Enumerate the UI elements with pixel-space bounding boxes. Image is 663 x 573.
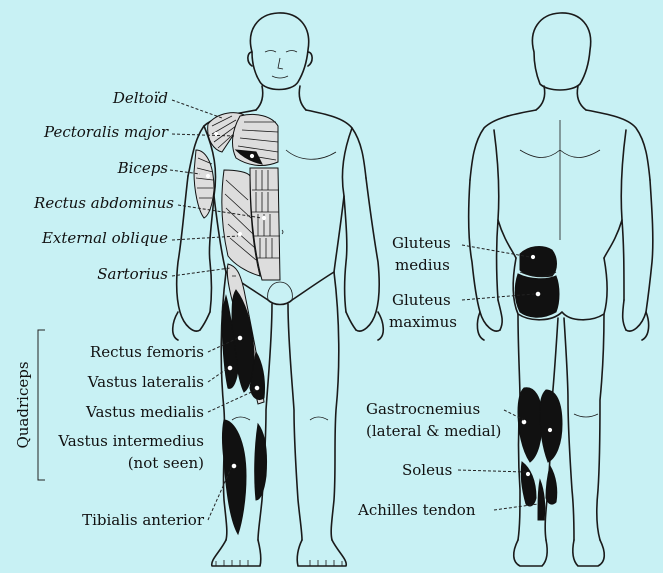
label-rectus-femoris: Rectus femoris (90, 343, 204, 361)
label-gluteus-maximus-1: Gluteus (392, 291, 451, 309)
label-gluteus-maximus-2: maximus (389, 313, 457, 331)
label-gastrocnemius-2: (lateral & medial) (366, 422, 501, 440)
gastrocnemius-muscle (518, 388, 542, 462)
front-right-arm (342, 128, 379, 331)
quadriceps-bracket (38, 330, 45, 480)
back-figure (469, 13, 653, 566)
front-right-leg (288, 272, 339, 540)
label-deltoid: Deltoïd (112, 89, 168, 107)
label-sartorius: Sartorius (97, 265, 168, 283)
back-muscles (515, 247, 562, 520)
achilles-tendon-muscle (538, 480, 545, 520)
label-rectus-abdominus: Rectus abdominus (33, 194, 174, 212)
label-gastrocnemius-1: Gastrocnemius (366, 400, 480, 418)
label-pectoralis-major: Pectoralis major (43, 123, 169, 141)
label-biceps: Biceps (117, 159, 169, 177)
back-head (532, 13, 590, 90)
label-quadriceps: Quadriceps (14, 361, 32, 448)
label-vastus-lateralis: Vastus lateralis (87, 373, 204, 391)
label-soleus: Soleus (402, 461, 452, 479)
front-muscles (194, 113, 280, 534)
label-external-oblique: External oblique (41, 229, 168, 247)
label-vastus-medialis: Vastus medialis (85, 403, 204, 421)
front-figure (173, 13, 384, 566)
label-vastus-intermedius-1: Vastus intermedius (57, 432, 204, 450)
soleus-muscle (521, 462, 536, 506)
label-tibialis-anterior: Tibialis anterior (82, 511, 205, 529)
label-gluteus-medius-1: Gluteus (392, 234, 451, 252)
gluteus-medius-muscle (520, 247, 557, 277)
label-achilles-tendon: Achilles tendon (357, 501, 476, 519)
label-gluteus-medius-2: medius (395, 256, 450, 274)
label-vastus-intermedius-2: (not seen) (128, 454, 204, 472)
